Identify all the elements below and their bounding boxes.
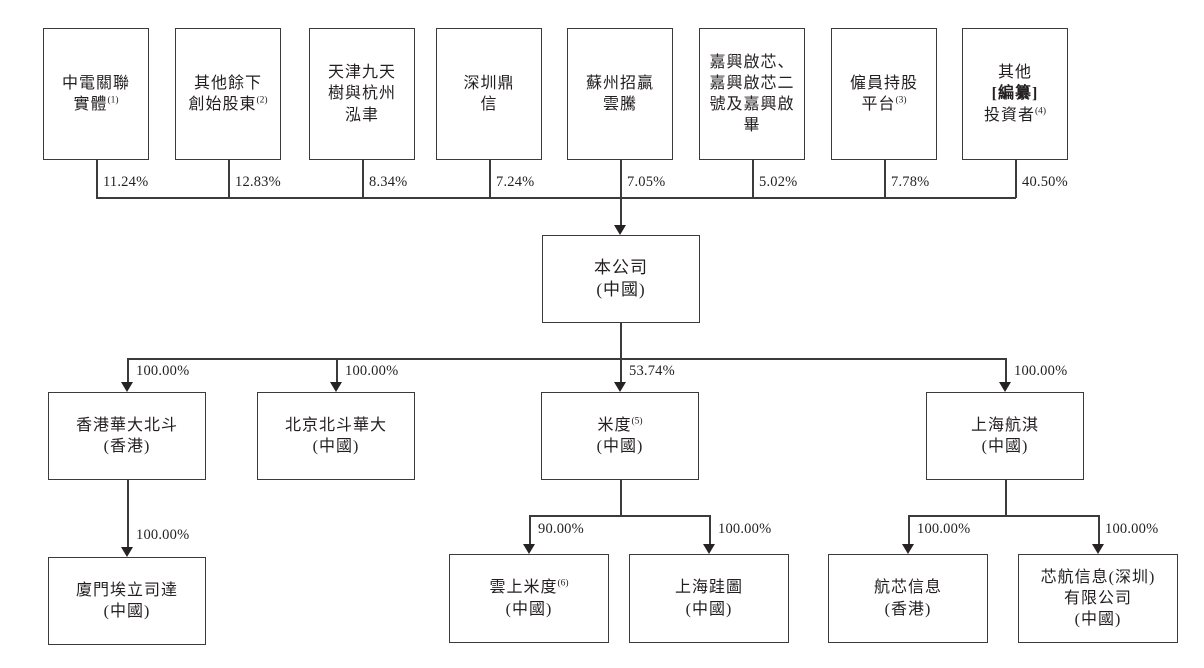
arrowhead-down — [523, 544, 535, 554]
subsidiary-box-xiamen-ailisida: 廈門埃立司達(中國) — [48, 557, 206, 645]
shareholder-percent-label: 40.50% — [1022, 174, 1068, 190]
shareholder-box-1: 中電關聯實體(1) — [43, 28, 149, 160]
company-name: 本公司(中國) — [594, 257, 648, 299]
subsidiary-box-midu: 米度(5)(中國) — [541, 392, 699, 480]
company-box: 本公司(中國) — [542, 235, 700, 323]
subsidiary-name: 廈門埃立司達(中國) — [75, 581, 178, 620]
shareholder-name: 嘉興啟芯、嘉興啟芯二號及嘉興啟畢 — [709, 53, 795, 135]
shareholder-percent-label: 7.78% — [891, 174, 930, 190]
ownership-percent-label: 100.00% — [136, 363, 190, 379]
shareholder-box-4: 深圳鼎信 — [436, 28, 542, 160]
ownership-percent-label: 100.00% — [1014, 363, 1068, 379]
arrowhead-down — [330, 382, 342, 392]
shareholder-name: 其他[編纂]投資者(4) — [983, 64, 1047, 124]
connector-line — [709, 515, 711, 545]
subsidiary-name: 北京北斗華大(中國) — [284, 416, 387, 455]
arrowhead-down — [121, 547, 133, 557]
ownership-percent-label: 100.00% — [718, 521, 772, 537]
connector-line — [620, 480, 622, 516]
subsidiary-box-hk-huada-beidou: 香港華大北斗(香港) — [48, 392, 206, 480]
shareholder-percent-label: 8.34% — [369, 174, 408, 190]
connector-line — [1005, 480, 1007, 516]
connector-line — [620, 358, 622, 383]
shareholder-percent-label: 11.24% — [103, 174, 149, 190]
ownership-percent-label: 100.00% — [136, 527, 190, 543]
connector-line — [489, 160, 491, 198]
shareholder-box-8: 其他[編纂]投資者(4) — [962, 28, 1068, 160]
connector-line — [1005, 358, 1007, 383]
shareholder-percent-label: 5.02% — [759, 174, 798, 190]
subsidiary-box-xinhang-info-shenzhen: 芯航信息(深圳)有限公司(中國) — [1018, 554, 1178, 643]
connector-bus-line — [127, 358, 1007, 360]
connector-line — [908, 515, 910, 545]
connector-line — [752, 160, 754, 198]
subsidiary-box-yunshang-midu: 雲上米度(6)(中國) — [449, 554, 609, 643]
connector-line — [228, 160, 230, 198]
arrowhead-down — [902, 544, 914, 554]
arrowhead-down — [999, 382, 1011, 392]
arrowhead-down — [703, 544, 715, 554]
arrowhead-down — [614, 382, 626, 392]
shareholder-percent-label: 7.05% — [627, 174, 666, 190]
subsidiary-name: 航芯信息(香港) — [873, 579, 942, 618]
shareholder-name: 其他餘下創始股東(2) — [188, 74, 268, 113]
connector-line — [529, 515, 531, 545]
connector-line — [620, 160, 622, 198]
arrowhead-down — [1092, 544, 1104, 554]
shareholder-box-7: 僱員持股平台(3) — [831, 28, 937, 160]
ownership-percent-label: 100.00% — [345, 363, 399, 379]
subsidiary-name: 香港華大北斗(香港) — [75, 416, 178, 455]
connector-line — [884, 160, 886, 198]
connector-line — [1098, 515, 1100, 545]
connector-line — [1015, 160, 1017, 198]
connector-bus-line — [908, 515, 1099, 517]
shareholder-percent-label: 7.24% — [496, 174, 535, 190]
connector-line — [127, 480, 129, 547]
shareholder-box-5: 蘇州招贏雲騰 — [567, 28, 673, 160]
connector-line — [620, 197, 622, 225]
subsidiary-name: 上海跬圖(中國) — [674, 579, 743, 618]
subsidiary-name: 上海航淇(中國) — [970, 416, 1039, 455]
subsidiary-box-shanghai-hangqi: 上海航淇(中國) — [926, 392, 1084, 480]
connector-bus-line — [96, 197, 1016, 199]
shareholder-name: 蘇州招贏雲騰 — [585, 74, 654, 113]
connector-line — [620, 323, 622, 359]
connector-bus-line — [529, 515, 710, 517]
shareholder-name: 僱員持股平台(3) — [849, 74, 918, 113]
subsidiary-name: 雲上米度(6)(中國) — [489, 579, 569, 618]
connector-line — [96, 160, 98, 198]
subsidiary-name: 米度(5)(中國) — [596, 416, 644, 455]
ownership-percent-label: 90.00% — [538, 521, 584, 537]
connector-line — [362, 160, 364, 198]
connector-line — [127, 358, 129, 383]
shareholder-box-3: 天津九天樹與杭州泓聿 — [309, 28, 415, 160]
ownership-percent-label: 100.00% — [917, 521, 971, 537]
shareholder-name: 天津九天樹與杭州泓聿 — [327, 64, 396, 124]
subsidiary-box-hangxin-info-hk: 航芯信息(香港) — [828, 554, 988, 643]
ownership-percent-label: 53.74% — [629, 363, 675, 379]
shareholder-percent-label: 12.83% — [235, 174, 281, 190]
shareholder-box-2: 其他餘下創始股東(2) — [175, 28, 281, 160]
shareholder-name: 中電關聯實體(1) — [61, 74, 130, 113]
subsidiary-name: 芯航信息(深圳)有限公司(中國) — [1040, 568, 1156, 629]
ownership-percent-label: 100.00% — [1105, 521, 1159, 537]
arrowhead-down — [614, 225, 626, 235]
connector-line — [336, 358, 338, 383]
subsidiary-box-shanghai-kuitu: 上海跬圖(中國) — [629, 554, 789, 643]
shareholder-name: 深圳鼎信 — [463, 74, 515, 113]
arrowhead-down — [121, 382, 133, 392]
subsidiary-box-beijing-beidou-huada: 北京北斗華大(中國) — [257, 392, 415, 480]
shareholder-box-6: 嘉興啟芯、嘉興啟芯二號及嘉興啟畢 — [699, 28, 805, 160]
